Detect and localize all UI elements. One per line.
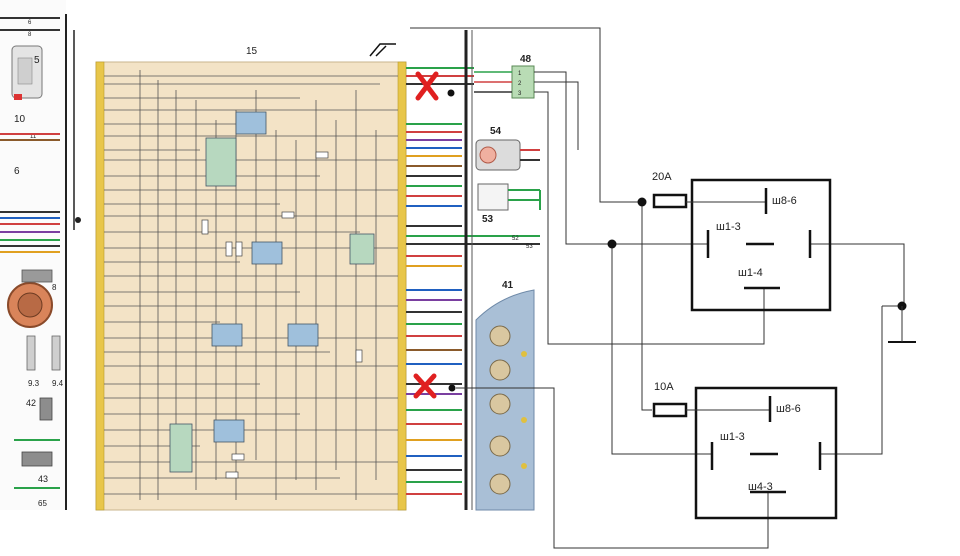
component-48: 48 1 2 3 (474, 54, 535, 99)
fuse-10a-label: 10A (654, 381, 674, 393)
component-54-motor (479, 146, 497, 164)
relay-k3 (251, 241, 283, 265)
relay-bottom-pin-left: ш1-3 (720, 431, 745, 443)
connector-48-pin-1: 1 (518, 71, 522, 77)
top-connector-hook (369, 43, 396, 57)
block-15-internal-wiring (104, 70, 398, 500)
indicator-lamp-2 (489, 359, 511, 381)
label-15: 15 (246, 46, 258, 57)
label-41: 41 (502, 280, 514, 291)
component-8-core (17, 292, 43, 318)
wire-label-53: 53 (526, 244, 533, 250)
cross-mark-bottom (413, 373, 437, 399)
relay-top-pin-left: ш1-3 (716, 221, 741, 233)
component-5-inner (17, 57, 33, 85)
label-9-4: 9.4 (52, 379, 64, 388)
component-5-pin (14, 94, 22, 100)
node-bottom-cross (448, 384, 456, 392)
right-harness (406, 67, 540, 495)
indicator-dot-2 (521, 417, 527, 423)
left-harness (0, 17, 60, 253)
relay-k2 (205, 137, 237, 187)
block-15-fuses (201, 151, 363, 479)
relay-top: 20A ш8-6 ш1-3 ш1-4 (652, 171, 832, 312)
label-6: 6 (14, 166, 20, 177)
block-15-relays (169, 111, 375, 473)
relay-bottom-pin-bottom: ш4-3 (748, 481, 773, 493)
wire-label-11: 11 (30, 134, 37, 140)
left-node (75, 217, 81, 223)
connector-48-pin-3: 3 (518, 91, 522, 97)
wire-label-6: 6 (28, 20, 32, 26)
label-48: 48 (520, 54, 532, 65)
indicator-dot-1 (521, 351, 527, 357)
component-42 (39, 397, 53, 421)
sensor-9-4 (51, 335, 61, 371)
relay-bottom-pin-upper: ш8-6 (776, 403, 801, 415)
label-43: 43 (38, 474, 48, 484)
label-42: 42 (26, 398, 36, 408)
component-8-plug (21, 269, 53, 283)
block-15-body (95, 61, 407, 511)
left-edge-components: 5 10 6 11 6 8 8 9.3 9.4 42 43 65 (0, 0, 81, 510)
connector-48-pin-2: 2 (518, 81, 522, 87)
junction-fuse-20a (637, 197, 647, 207)
cross-mark-top (415, 71, 439, 101)
junction-left (607, 239, 617, 249)
node-top-cross (447, 89, 455, 97)
component-53-body (477, 183, 509, 211)
block-15-right-terminals (397, 61, 407, 511)
relay-top-pin-bottom: ш1-4 (738, 267, 763, 279)
connector-48-body (511, 65, 535, 99)
relay-k8 (169, 423, 193, 473)
component-41: 41 (475, 280, 535, 511)
indicator-lamp-3 (489, 393, 511, 415)
indicator-lamp-1 (489, 325, 511, 347)
label-9-3: 9.3 (28, 379, 40, 388)
relay-k6 (287, 323, 319, 347)
added-wiring (410, 27, 905, 549)
relay-bottom: 10A ш8-6 ш1-3 ш4-3 (652, 381, 838, 520)
indicator-lamp-4 (489, 435, 511, 457)
label-65: 65 (38, 499, 47, 508)
component-54: 54 (475, 126, 540, 171)
label-8: 8 (52, 283, 57, 292)
fuse-20a (652, 193, 688, 209)
block-15-left-terminals (95, 61, 105, 511)
wire-label-8: 8 (28, 32, 32, 38)
component-53: 53 (477, 183, 541, 225)
relay-k7 (213, 419, 245, 443)
relay-top-pin-upper: ш8-6 (772, 195, 797, 207)
label-54: 54 (490, 126, 502, 137)
wire-label-52: 52 (512, 236, 519, 242)
relay-bottom-box (694, 386, 838, 520)
relay-k5 (211, 323, 243, 347)
indicator-dot-3 (521, 463, 527, 469)
fuse-10a (652, 402, 688, 418)
relay-k1 (235, 111, 267, 135)
indicator-lamp-5 (489, 473, 511, 495)
relay-top-box (690, 178, 832, 312)
component-43 (21, 451, 53, 467)
relay-k4 (349, 233, 375, 265)
label-53: 53 (482, 214, 494, 225)
block-15: 15 (95, 43, 407, 511)
sensor-9-3 (26, 335, 36, 371)
label-10: 10 (14, 114, 26, 125)
label-5: 5 (34, 55, 40, 66)
fuse-20a-label: 20A (652, 171, 672, 183)
